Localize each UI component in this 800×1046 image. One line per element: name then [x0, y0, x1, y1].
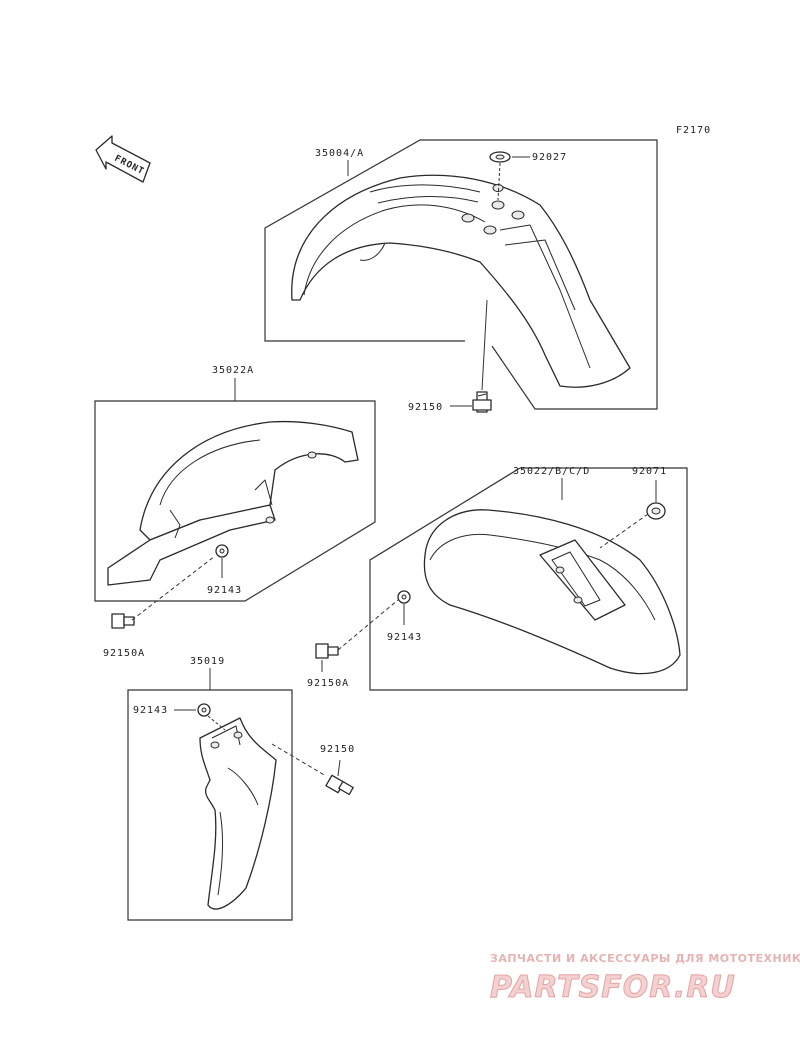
- watermark: ЗАПЧАСТИ И АКСЕССУАРЫ ДЛЯ МОТОТЕХНИКИ PA…: [490, 952, 800, 1006]
- bolt-92150-front: [472, 391, 492, 413]
- rear-fender-frame: [369, 467, 688, 691]
- mud-flap-part: [199, 717, 277, 910]
- label-rear-guard-a-washer: 92143: [207, 585, 242, 596]
- rear-guard-a-part: [107, 420, 359, 586]
- bolt-92150-flap: [325, 774, 354, 796]
- front-fender-frame: [264, 139, 658, 410]
- label-front-fender: 35004/A: [315, 148, 364, 159]
- plate-92027: [489, 151, 511, 163]
- bolt-92150a-rear-a: [111, 613, 135, 629]
- diagram-code: F2170: [676, 125, 711, 136]
- label-mud-flap-washer: 92143: [133, 705, 168, 716]
- label-mud-flap: 35019: [190, 656, 225, 667]
- label-rear-guard-a: 35022A: [212, 365, 254, 376]
- label-rear-guard-a-bolt: 92150A: [103, 648, 145, 659]
- label-front-fender-bolt: 92150: [408, 402, 443, 413]
- watermark-brand: PARTSFOR.RU: [490, 970, 736, 1005]
- bolt-92150a-rear: [315, 643, 339, 659]
- label-rear-fender-bolt: 92150A: [307, 678, 349, 689]
- front-fender-part: [291, 174, 631, 388]
- mud-flap-frame: [127, 689, 293, 921]
- rear-fender-group: 35022/B/C/D 92071 92143 92150A: [307, 466, 688, 691]
- rear-guard-a-group: 35022A 92143 92150A: [94, 365, 376, 659]
- rear-fender-part: [423, 509, 681, 675]
- label-rear-fender-washer: 92143: [387, 632, 422, 643]
- front-direction-arrow-icon: FRONT: [95, 135, 151, 183]
- label-mud-flap-bolt: 92150: [320, 744, 355, 755]
- front-fender-group: 35004/A 92027: [264, 139, 658, 413]
- label-rear-fender: 35022/B/C/D: [513, 466, 590, 477]
- watermark-tagline: ЗАПЧАСТИ И АКСЕССУАРЫ ДЛЯ МОТОТЕХНИКИ: [490, 952, 800, 965]
- rear-guard-a-frame: [94, 400, 376, 602]
- label-front-fender-plate: 92027: [532, 152, 567, 163]
- mud-flap-group: 35019 92143 92150: [127, 656, 355, 921]
- label-rear-fender-nut: 92071: [632, 466, 667, 477]
